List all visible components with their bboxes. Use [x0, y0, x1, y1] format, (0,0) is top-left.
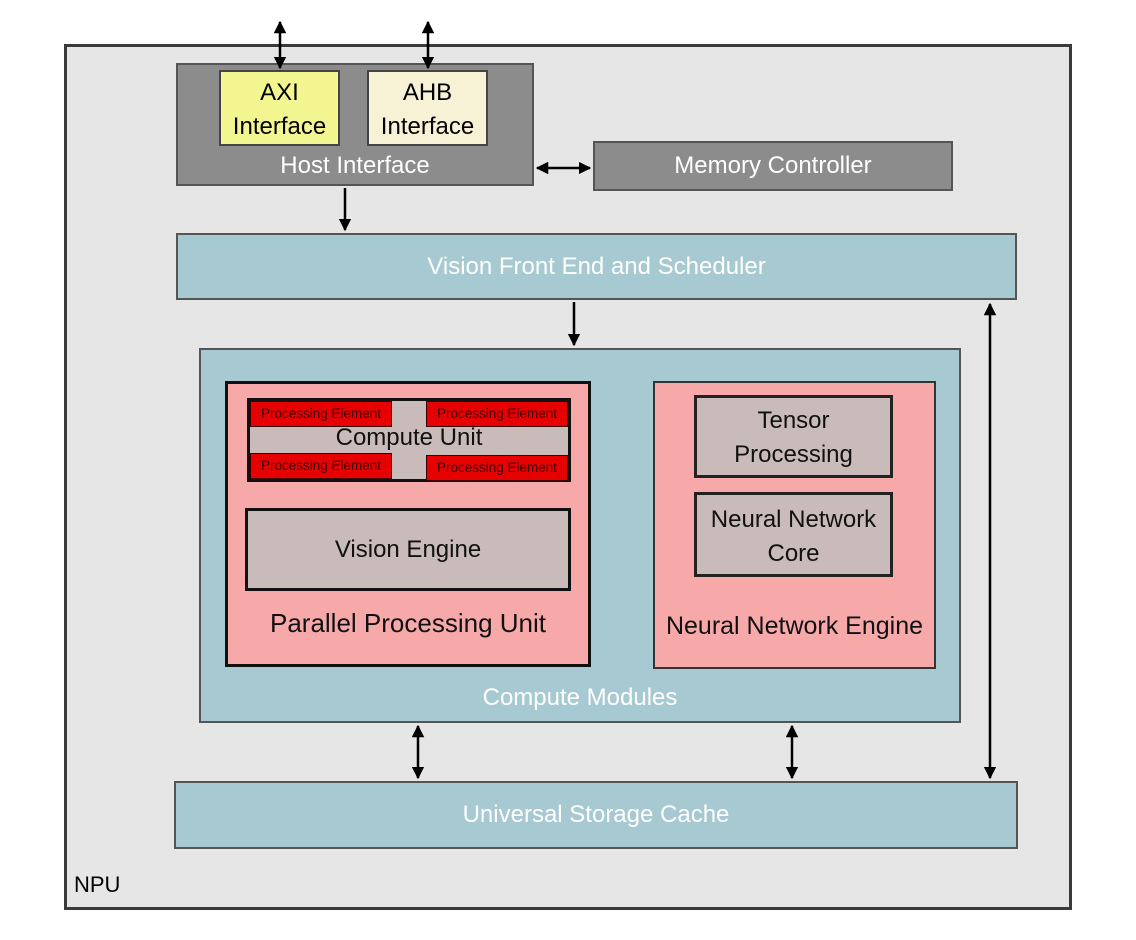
processing-element-bottom-left: Processing Element — [250, 453, 392, 479]
memory-controller-block: Memory Controller — [593, 141, 953, 191]
compute-unit-label: Compute Unit — [335, 424, 483, 451]
axi-interface-block: AXI Interface — [219, 70, 340, 146]
neural-network-core-block: Neural Network Core — [694, 492, 893, 577]
processing-element-top-left: Processing Element — [250, 401, 392, 427]
vision-front-end-block: Vision Front End and Scheduler — [176, 233, 1017, 300]
processing-element-top-right: Processing Element — [426, 401, 568, 427]
compute-modules-label: Compute Modules — [482, 684, 678, 711]
parallel-processing-unit-label: Parallel Processing Unit — [269, 608, 546, 638]
npu-label: NPU — [74, 872, 121, 897]
universal-storage-cache-block: Universal Storage Cache — [174, 781, 1018, 849]
ahb-interface-block: AHB Interface — [367, 70, 488, 146]
vision-engine-block: Vision Engine — [245, 508, 571, 591]
processing-element-bottom-right: Processing Element — [426, 455, 568, 481]
neural-network-engine-label: Neural Network Engine — [665, 612, 924, 640]
host-interface-label: Host Interface — [280, 152, 430, 179]
tensor-processing-block: Tensor Processing — [694, 395, 893, 478]
